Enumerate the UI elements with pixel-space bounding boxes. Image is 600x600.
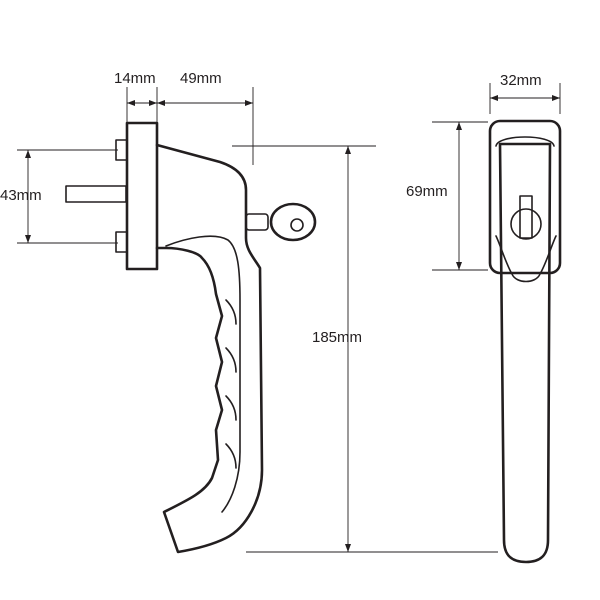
base-rose — [488, 119, 562, 275]
key-icon — [245, 202, 317, 242]
dimension-label-185mm: 185mm — [312, 329, 362, 346]
rose-inner — [495, 136, 555, 147]
key-slot-icon — [510, 195, 542, 240]
grip-groove-3 — [225, 395, 237, 421]
handle-front-neck — [495, 235, 557, 283]
dimension-label-32mm: 32mm — [500, 72, 542, 89]
grip-groove-1 — [225, 299, 237, 325]
grip-groove-2 — [225, 347, 237, 373]
dimension-label-14mm: 14mm — [114, 70, 156, 87]
dimension-label-49mm: 49mm — [180, 70, 222, 87]
spindle — [65, 185, 127, 203]
handle-side-profile — [155, 143, 264, 554]
dimension-lines — [17, 83, 561, 553]
side-view — [65, 121, 317, 554]
dimension-label-69mm: 69mm — [406, 183, 448, 200]
grip-contour — [165, 235, 241, 513]
fixing-screw-bottom — [115, 231, 128, 253]
backplate — [125, 121, 159, 271]
grip-groove-4 — [225, 443, 237, 469]
handle-front-profile — [498, 142, 552, 564]
dimension-label-43mm: 43mm — [0, 187, 42, 204]
front-view — [488, 119, 562, 564]
